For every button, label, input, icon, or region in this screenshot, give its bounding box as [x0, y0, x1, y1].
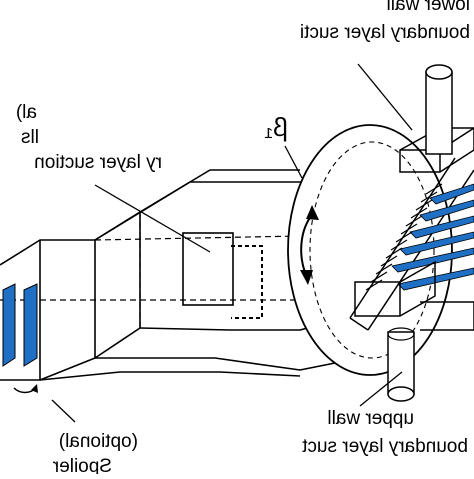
label-fragment-1: al)	[16, 102, 37, 123]
rotation-arrowhead-top	[306, 205, 319, 220]
rotation-arrow	[300, 214, 313, 276]
label-spoiler: Spoiler	[52, 456, 112, 474]
label-upper-wall: upper wall	[327, 408, 414, 429]
blade	[429, 183, 474, 205]
leader-spoiler	[51, 399, 76, 423]
label-boundary-suction-bottom: boundary layer suct	[301, 436, 468, 457]
side-window-dashed	[231, 245, 263, 319]
label-fragment-3: ry layer suction	[34, 152, 162, 173]
label-group-beta: β₁	[264, 112, 288, 142]
leader-lines	[51, 63, 413, 423]
blade	[397, 267, 474, 291]
leader-upper-wall	[359, 371, 403, 407]
blade	[409, 215, 474, 239]
blade	[391, 247, 474, 273]
label-boundary-suction-top: boundary layer sucti	[300, 22, 470, 43]
turntable-disk	[287, 124, 453, 376]
label-group-bottom-right: upper wall boundary layer suct	[301, 408, 468, 457]
label-group-bottom-left: (optional) Spoiler	[52, 431, 138, 477]
turntable-inner-dashed	[309, 141, 435, 359]
leader-beta	[284, 145, 303, 179]
spoiler-blades	[2, 283, 38, 367]
blade	[419, 199, 474, 222]
cascade-hatching	[365, 183, 443, 291]
label-group-left: al) lls ry layer suction	[16, 102, 162, 173]
top-suction-pipe	[425, 64, 453, 155]
test-section-duct	[0, 169, 351, 381]
mirrored-labels: lower wall boundary layer sucti al) lls …	[16, 0, 470, 477]
label-fragment-2: lls	[21, 127, 39, 148]
spoiler-arrowhead	[31, 384, 38, 393]
label-lower-wall: lower wall	[387, 0, 470, 15]
blade	[399, 231, 474, 256]
lower-suction-block	[354, 260, 474, 331]
blade-cascade	[349, 157, 474, 331]
side-window	[182, 232, 234, 306]
label-optional: (optional)	[59, 431, 138, 452]
leader-top-right	[357, 63, 413, 131]
label-beta: β₁	[264, 112, 288, 142]
leader-left-suction	[94, 184, 211, 253]
bottom-suction-pipe	[387, 327, 415, 402]
rotation-arrowhead-bottom	[300, 270, 313, 285]
label-group-top-right: lower wall boundary layer sucti	[300, 0, 470, 43]
